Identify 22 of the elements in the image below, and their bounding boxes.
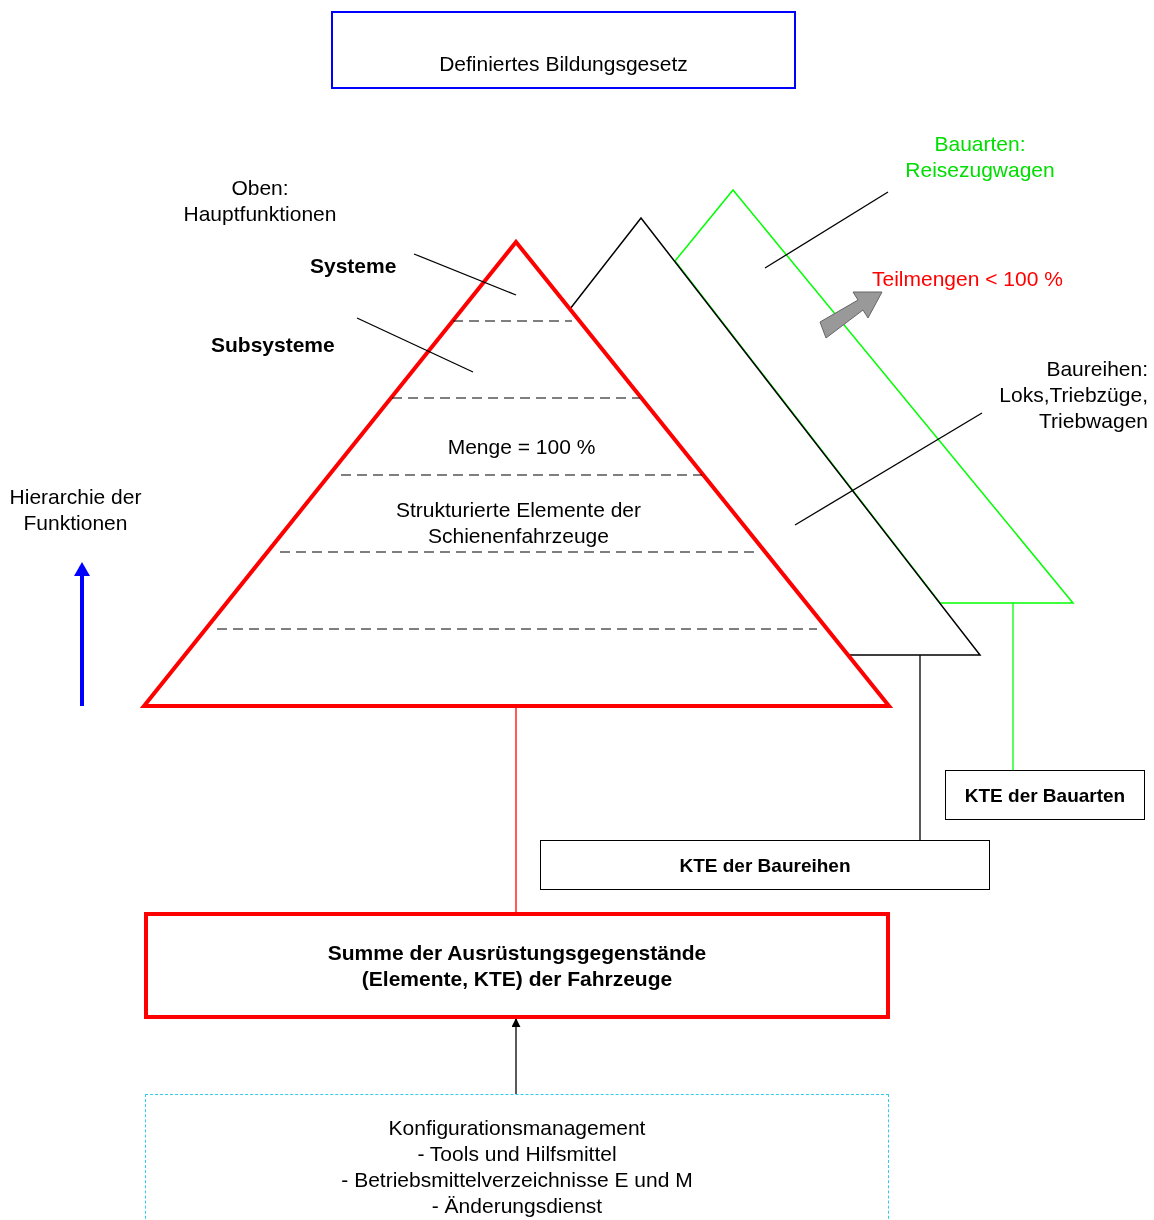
list-text: Konfigurationsmanagement: [388, 1115, 646, 1141]
callout-text: Baureihen: Loks,Triebzüge, Triebwagen: [966, 356, 1148, 434]
box-text: Summe der Ausrüstungsgegenstände (Elemente, KTE) der Fahrzeuge: [326, 940, 708, 992]
box-text: KTE der Baureihen: [679, 854, 851, 878]
summary-box: [144, 912, 890, 1019]
connector-line: [1012, 602, 1014, 771]
note-text: Oben: Hauptfunktionen: [182, 175, 338, 227]
box-text: Definiertes Bildungsgesetz: [439, 51, 688, 77]
connector-line: [919, 654, 921, 841]
axis-label: Hierarchie der Funktionen: [8, 484, 143, 536]
list-text: - Änderungsdienst: [431, 1193, 603, 1219]
arrow: [511, 1018, 521, 1095]
dashed-box: [145, 1094, 889, 1220]
kte-box: [945, 770, 1145, 820]
list-text: - Tools und Hilfsmittel: [417, 1141, 617, 1167]
note-text: Teilmengen < 100 %: [872, 266, 1063, 292]
kte-box: [540, 840, 990, 890]
title-box: [331, 11, 796, 89]
callout-text: Bauarten: Reisezugwagen: [890, 131, 1070, 183]
box-text: KTE der Bauarten: [964, 784, 1126, 808]
connector-line: [515, 706, 517, 913]
list-text: - Betriebsmittelverzeichnisse E und M: [341, 1167, 693, 1193]
